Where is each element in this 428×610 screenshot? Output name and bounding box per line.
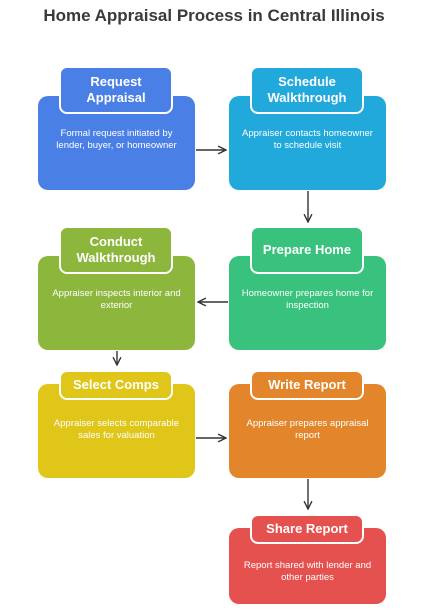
step-title: Conduct Walkthrough [59,226,173,274]
step-request-appraisal: Request Appraisal Formal request initiat… [38,66,195,190]
step-title: Select Comps [59,370,173,400]
step-schedule-walkthrough: Schedule Walkthrough Appraiser contacts … [229,66,386,190]
step-conduct-walkthrough: Conduct Walkthrough Appraiser inspects i… [38,226,195,350]
step-description: Appraiser selects comparable sales for v… [53,418,180,441]
step-description: Appraiser contacts homeowner to schedule… [242,128,373,151]
diagram-title: Home Appraisal Process in Central Illino… [43,6,385,25]
step-title: Prepare Home [250,226,364,274]
step-description: Formal request initiated by lender, buye… [56,128,177,151]
step-description: Report shared with lender and other part… [243,560,372,583]
step-write-report: Write Report Appraiser prepares appraisa… [229,368,386,478]
step-title: Write Report [250,370,364,400]
step-title: Schedule Walkthrough [250,66,364,114]
step-share-report: Share Report Report shared with lender a… [229,512,386,604]
step-prepare-home: Prepare Home Homeowner prepares home for… [229,226,386,350]
step-select-comps: Select Comps Appraiser selects comparabl… [38,368,195,478]
step-description: Homeowner prepares home for inspection [241,288,374,311]
step-title: Request Appraisal [59,66,173,114]
step-description: Appraiser prepares appraisal report [246,418,369,441]
step-description: Appraiser inspects interior and exterior [52,288,181,311]
step-title: Share Report [250,514,364,544]
